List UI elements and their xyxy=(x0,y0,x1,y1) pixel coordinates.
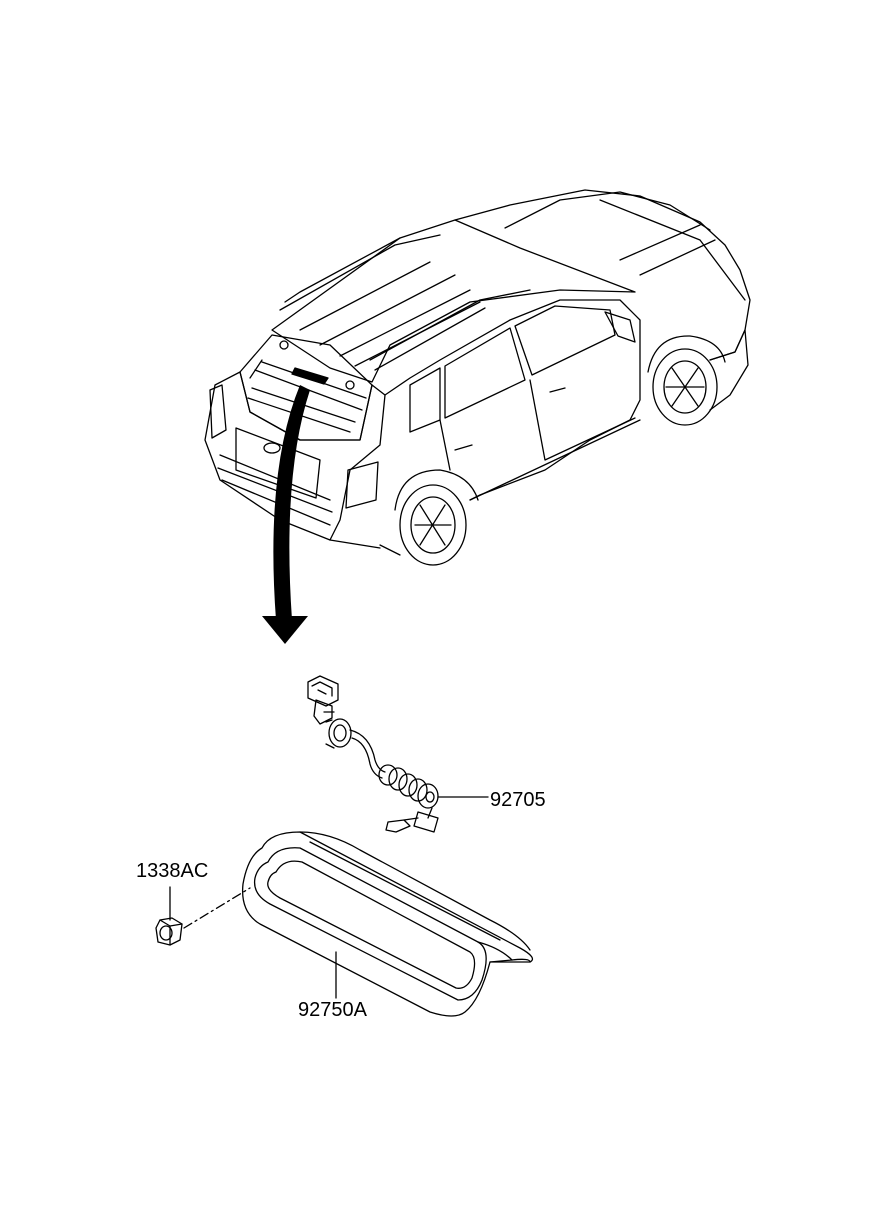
hex-nut-icon xyxy=(155,917,183,946)
part-number-92750a-label: 92750A xyxy=(298,999,367,1021)
wiring-harness-icon xyxy=(307,675,439,833)
part-number-92705-label: 92705 xyxy=(490,789,546,811)
high-mount-stop-lamp-icon xyxy=(241,831,534,1017)
callout-arrow xyxy=(262,385,310,644)
mount-centerline xyxy=(183,887,251,929)
part-number-1338ac-label: 1338AC xyxy=(136,860,209,882)
